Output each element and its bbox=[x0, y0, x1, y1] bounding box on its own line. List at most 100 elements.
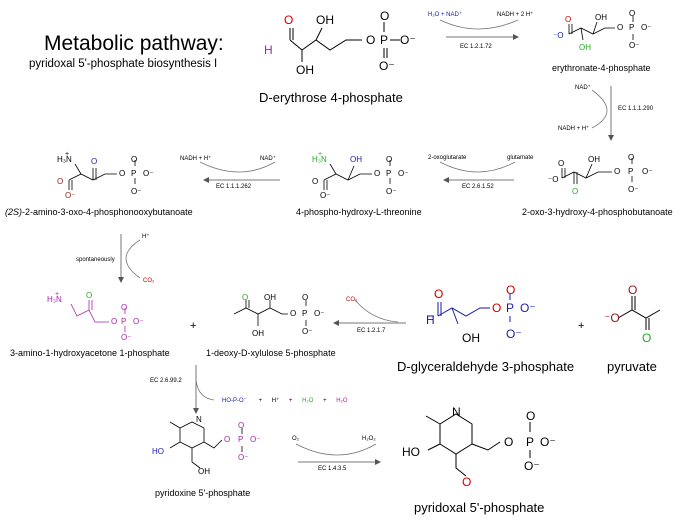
svg-text:P: P bbox=[302, 309, 307, 318]
cofactor-curve-r8 bbox=[295, 443, 377, 456]
pyridoxine-label: pyridoxine 5'-phosphate bbox=[155, 488, 251, 498]
r1-enzyme: EC 1.2.1.72 bbox=[460, 44, 492, 50]
svg-text:O⁻: O⁻ bbox=[133, 317, 143, 326]
amino-oxo-structure: H₃N + O O O⁻ O P O O⁻ O⁻ bbox=[57, 151, 153, 200]
r7-plus-2: + bbox=[288, 398, 293, 404]
svg-text:P: P bbox=[131, 169, 136, 178]
svg-text:O⁻: O⁻ bbox=[320, 191, 330, 200]
r6-cofactor: CO₂ bbox=[346, 297, 358, 303]
r5-cofactor-out: CO₂ bbox=[143, 278, 155, 284]
cofactor-curve-r2 bbox=[591, 89, 608, 129]
svg-text:O: O bbox=[642, 331, 651, 345]
r7-plus-1: + bbox=[258, 398, 263, 404]
erythronate-structure: O ⁻O OH OH O P O O⁻ O⁻ bbox=[553, 9, 651, 52]
r2-enzyme: EC 1.1.1.290 bbox=[618, 106, 654, 112]
svg-text:O⁻: O⁻ bbox=[642, 167, 652, 176]
svg-text:O: O bbox=[131, 155, 137, 164]
svg-text:O: O bbox=[224, 435, 230, 444]
r8-enzyme: EC 1.4.3.5 bbox=[318, 466, 347, 472]
svg-text:O⁻: O⁻ bbox=[628, 185, 638, 194]
svg-text:N: N bbox=[452, 405, 461, 419]
svg-text:O: O bbox=[312, 177, 318, 186]
amino-oxo-stereo: (2S) bbox=[5, 207, 23, 217]
cofactor-curve-r5 bbox=[125, 239, 141, 279]
diagram-title: Metabolic pathway: bbox=[44, 32, 224, 55]
svg-text:O: O bbox=[119, 169, 125, 178]
r7-water-2: H₂O bbox=[336, 398, 348, 404]
svg-text:OH: OH bbox=[252, 329, 264, 338]
erythronate-label: erythronate-4-phosphate bbox=[552, 63, 651, 73]
pyridoxal-structure: N HO O O P O O⁻ O⁻ bbox=[402, 405, 556, 489]
svg-text:O⁻: O⁻ bbox=[250, 435, 260, 444]
oxo-hydroxy-label: 2-oxo-3-hydroxy-4-phosphobutanoate bbox=[522, 207, 673, 217]
r7-enzyme: EC 2.6.99.2 bbox=[150, 378, 182, 384]
svg-text:O⁻: O⁻ bbox=[540, 435, 556, 449]
svg-text:O: O bbox=[558, 159, 564, 168]
svg-text:O⁻: O⁻ bbox=[520, 301, 536, 315]
svg-text:OH: OH bbox=[264, 293, 276, 302]
svg-text:O: O bbox=[238, 421, 244, 430]
svg-text:P: P bbox=[386, 169, 391, 178]
svg-text:⁻O: ⁻O bbox=[604, 311, 620, 325]
r3-cofactor-right: glutamate bbox=[507, 155, 534, 161]
svg-text:P: P bbox=[506, 301, 514, 315]
svg-text:OH: OH bbox=[350, 155, 362, 164]
amino-oxo-label: (2S)-2-amino-3-oxo-4-phosphonooxybutanoa… bbox=[5, 207, 193, 217]
svg-text:O: O bbox=[111, 317, 117, 326]
svg-text:O⁻: O⁻ bbox=[386, 187, 396, 196]
erythrose-label: D-erythrose 4-phosphate bbox=[259, 90, 403, 105]
svg-text:O⁻: O⁻ bbox=[524, 459, 540, 473]
svg-text:O: O bbox=[565, 15, 571, 24]
aminohydroxyacetone-label: 3-amino-1-hydroxyacetone 1-phosphate bbox=[10, 348, 170, 358]
svg-text:O: O bbox=[628, 153, 634, 162]
r8-cofactor-left: O₂ bbox=[292, 436, 299, 442]
glyceraldehyde-label: D-glyceraldehyde 3-phosphate bbox=[397, 359, 575, 374]
svg-text:O⁻: O⁻ bbox=[238, 453, 248, 462]
phospho-threonine-label: 4-phospho-hydroxy-L-threonine bbox=[296, 207, 422, 217]
svg-text:OH: OH bbox=[316, 13, 334, 27]
r3-cofactor-left: 2-oxoglutarate bbox=[428, 155, 467, 161]
r7-phosphate: HO-P-O⁻ bbox=[222, 398, 247, 404]
aminohydroxyacetone-structure: H₃N + O O P O O⁻ O⁻ bbox=[47, 291, 143, 342]
erythrose-structure: O H OH OH O P O O⁻ O⁻ bbox=[264, 9, 416, 77]
svg-text:O⁻: O⁻ bbox=[379, 59, 395, 73]
svg-text:O: O bbox=[380, 9, 389, 23]
plus-sign-left: + bbox=[190, 320, 197, 332]
svg-text:H: H bbox=[426, 313, 435, 327]
svg-text:O: O bbox=[121, 303, 127, 312]
cofactor-curve-r4 bbox=[199, 161, 276, 173]
svg-text:+: + bbox=[318, 151, 322, 158]
svg-text:O⁻: O⁻ bbox=[641, 23, 651, 32]
svg-text:HO: HO bbox=[402, 445, 420, 459]
svg-text:H₃N: H₃N bbox=[57, 155, 72, 164]
r1-cofactor-left: H₂O + NAD⁺ bbox=[428, 12, 463, 18]
r7-proton: H⁺ bbox=[271, 398, 280, 404]
svg-text:O: O bbox=[91, 157, 97, 166]
r4-enzyme: EC 1.1.1.262 bbox=[216, 184, 252, 190]
svg-text:O⁻: O⁻ bbox=[398, 169, 408, 178]
svg-text:O: O bbox=[572, 187, 578, 196]
cofactor-curve-r3 bbox=[439, 161, 516, 173]
svg-text:P: P bbox=[629, 23, 634, 32]
r7-products: HO-P-O⁻ + H⁺ + H₂O + H₂O bbox=[222, 397, 348, 404]
svg-text:N: N bbox=[196, 415, 202, 424]
svg-text:O⁻: O⁻ bbox=[121, 333, 131, 342]
svg-text:H₃N: H₃N bbox=[312, 155, 327, 164]
svg-text:O: O bbox=[504, 435, 513, 449]
svg-text:P: P bbox=[526, 435, 534, 449]
svg-text:P: P bbox=[238, 435, 243, 444]
svg-text:⁻O: ⁻O bbox=[553, 31, 563, 40]
diagram-subtitle: pyridoxal 5'-phosphate biosynthesis I bbox=[29, 58, 218, 70]
r3-enzyme: EC 2.6.1.52 bbox=[462, 184, 494, 190]
svg-text:O: O bbox=[242, 293, 248, 302]
svg-text:O: O bbox=[614, 167, 620, 176]
svg-text:P: P bbox=[121, 317, 126, 326]
r4-cofactor-right: NAD⁺ bbox=[260, 156, 276, 162]
svg-text:O⁻: O⁻ bbox=[131, 187, 141, 196]
r4-cofactor-left: NADH + H⁺ bbox=[180, 156, 212, 162]
svg-text:+: + bbox=[65, 151, 69, 158]
svg-text:O: O bbox=[290, 309, 296, 318]
svg-text:O: O bbox=[374, 169, 380, 178]
svg-text:O: O bbox=[57, 177, 63, 186]
